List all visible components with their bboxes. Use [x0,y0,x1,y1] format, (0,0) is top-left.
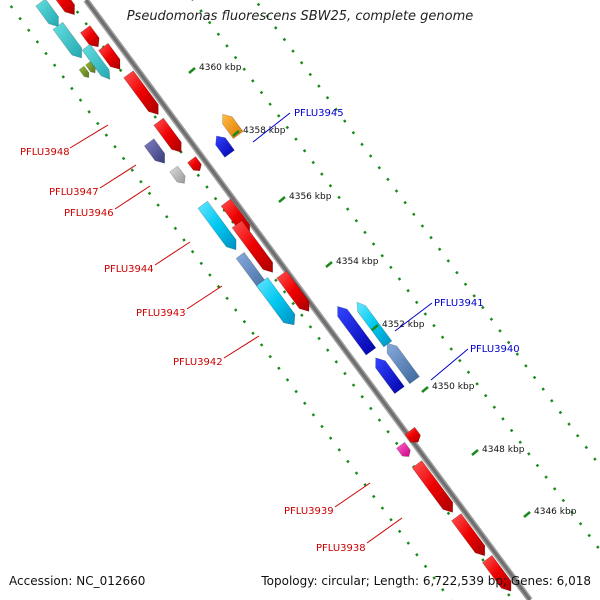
gene-label-leader-line [334,482,371,508]
gene-feature-arrow[interactable] [255,276,296,326]
gene-feature-arrow[interactable] [451,513,486,557]
gene-feature-arrow[interactable] [79,25,100,48]
gene-feature-arrow[interactable] [143,138,166,164]
gene-label[interactable]: PFLU3947 [49,187,99,198]
gene-label-leader-line [394,302,433,332]
ruler-tick [421,386,429,393]
gene-feature-arrow[interactable] [396,441,411,457]
gene-feature-arrow[interactable] [78,65,90,78]
ruler-tick [471,449,479,456]
gene-feature-arrow[interactable] [386,342,420,385]
gene-feature-arrow[interactable] [411,460,454,513]
gene-feature-arrow[interactable] [52,21,83,59]
gene-feature-arrow[interactable] [81,43,111,80]
gene-feature-arrow[interactable] [197,200,237,251]
gene-label-leader-line [223,335,260,359]
gene-label-leader-line [99,164,137,189]
gene-feature-arrow[interactable] [98,42,121,70]
gene-label[interactable]: PFLU3938 [316,543,366,554]
ruler-tick [278,196,286,203]
gene-feature-arrow[interactable] [35,0,59,27]
gene-label[interactable]: PFLU3943 [136,308,186,319]
gene-feature-arrow[interactable] [52,0,75,16]
accession-text: Accession: NC_012660 [9,574,146,588]
gene-label-leader-line [186,285,223,310]
genome-summary-text: Topology: circular; Length: 6,722,539 bp… [261,574,591,588]
gene-label-leader-line [252,112,291,143]
ruler-tick [325,261,333,268]
gene-feature-arrow[interactable] [375,357,405,395]
gene-feature-arrow[interactable] [404,426,421,443]
gene-label-leader-line [366,517,403,544]
gene-label-leader-line [114,185,151,210]
gene-features [35,0,512,592]
gene-feature-arrow[interactable] [187,156,202,172]
ruler-tick-label: 4346 kbp [534,507,577,517]
gene-label[interactable]: PFLU3941 [434,298,484,309]
gene-label[interactable]: PFLU3939 [284,506,334,517]
ruler-tick-label: 4348 kbp [482,445,525,455]
gene-label[interactable]: PFLU3945 [294,108,344,119]
ruler-tick [188,67,196,74]
ruler-tick [523,511,531,518]
gene-label[interactable]: PFLU3944 [104,264,154,275]
gene-label[interactable]: PFLU3940 [470,344,520,355]
gene-label[interactable]: PFLU3946 [64,208,114,219]
ruler-tick-label: 4356 kbp [289,192,332,202]
gene-feature-arrow[interactable] [276,270,310,312]
ruler-tick-label: 4354 kbp [336,257,379,267]
gene-feature-arrow[interactable] [481,554,512,592]
ruler-tick-label: 4358 kbp [243,126,286,136]
ruler-tick [232,130,240,137]
gene-feature-arrow[interactable] [356,301,393,348]
genome-title: Pseudomonas fluorescens SBW25, complete … [126,9,474,24]
dotted-guide-tracks [9,0,600,600]
gene-label[interactable]: PFLU3942 [173,357,223,368]
gene-label[interactable]: PFLU3948 [20,147,70,158]
ruler-tick-label: 4350 kbp [432,382,475,392]
ruler-tick-label: 4360 kbp [199,63,242,73]
gene-label-leader-line [154,241,191,266]
gene-label-leader-line [430,348,469,381]
gene-feature-arrow[interactable] [153,117,182,153]
dotted-track-line [191,0,600,553]
gene-feature-arrow[interactable] [231,220,274,273]
ruler-tick [371,324,379,331]
gene-feature-arrow[interactable] [85,60,96,74]
gene-feature-arrow[interactable] [215,135,235,158]
gene-label-leader-line [69,124,109,149]
gene-feature-arrow[interactable] [337,305,377,356]
gene-feature-arrow[interactable] [169,165,186,184]
gene-feature-arrow[interactable] [123,70,159,115]
